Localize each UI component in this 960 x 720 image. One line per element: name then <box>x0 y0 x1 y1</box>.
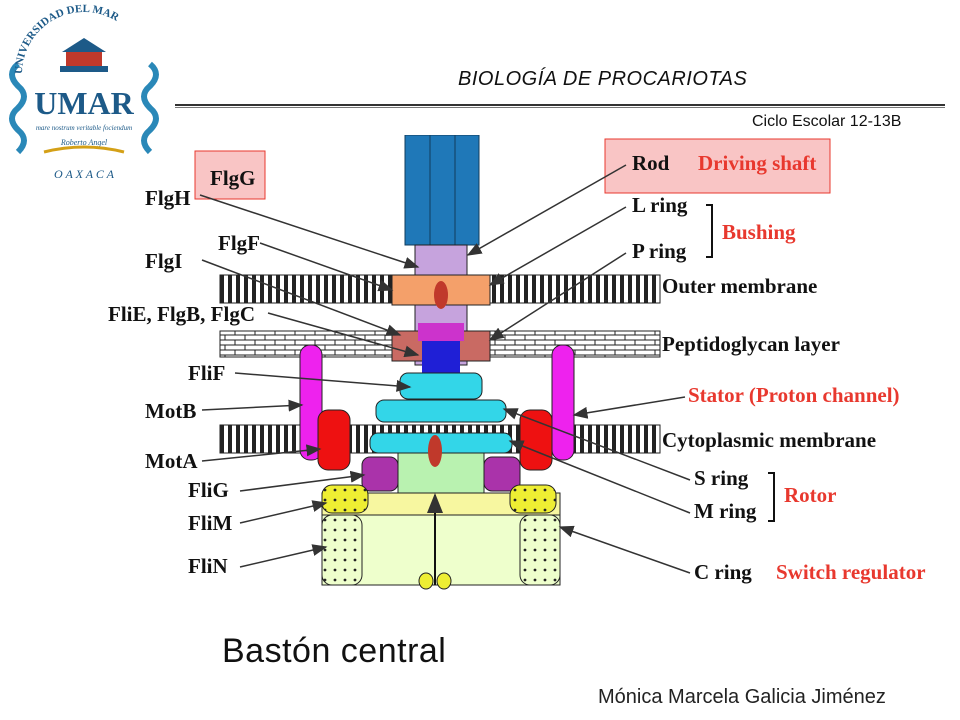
left-leader-lines <box>199 194 420 568</box>
rod-highlight <box>604 138 831 194</box>
bushing-core <box>418 323 464 341</box>
label-l-ring: L ring <box>632 193 688 217</box>
label-flgh: FlgH <box>145 186 191 210</box>
label-flig: FliG <box>188 478 229 502</box>
flim-right <box>509 484 557 514</box>
label-m-ring: M ring <box>694 499 757 523</box>
label-peptidoglycan-layer: Peptidoglycan layer <box>662 332 840 356</box>
school-cycle: Ciclo Escolar 12-13B <box>752 113 902 130</box>
ms-ring-s <box>375 399 507 423</box>
rotor-brace <box>768 472 775 522</box>
motb-right <box>551 344 575 461</box>
flagellar-motor-diagram: FlgG FlgH FlgF FlgI FliE, FlgB, FlgC Fli… <box>100 134 955 590</box>
label-p-ring: P ring <box>632 239 687 263</box>
label-flim: FliM <box>188 511 232 535</box>
label-stator: Stator (Proton channel) <box>688 383 900 407</box>
label-flgf: FlgF <box>218 231 260 255</box>
label-flgi: FlgI <box>145 249 182 273</box>
label-flgg: FlgG <box>210 166 256 190</box>
bushing-brace <box>706 204 713 258</box>
right-leader-lines <box>466 164 691 574</box>
flin-right <box>519 514 561 586</box>
crest-icon <box>60 38 108 72</box>
author-name: Mónica Marcela Galicia Jiménez <box>598 686 886 708</box>
logo-motto: mare nostrum veritable fociendum <box>36 124 132 132</box>
label-rod: Rod <box>632 151 670 175</box>
label-motb: MotB <box>145 399 196 423</box>
flim-left <box>321 484 369 514</box>
label-flie-flgb-flgc: FliE, FlgB, FlgC <box>108 302 255 326</box>
label-c-ring: C ring <box>694 560 752 584</box>
label-bushing: Bushing <box>722 220 796 244</box>
logo-location: O A X A C A <box>54 167 115 181</box>
wave-border-icon <box>9 61 159 155</box>
label-driving-shaft: Driving shaft <box>698 151 816 175</box>
mota-left <box>317 409 351 471</box>
label-s-ring: S ring <box>694 466 749 490</box>
label-switch-regulator: Switch regulator <box>776 560 926 584</box>
logo-initials: UMAR <box>34 85 134 121</box>
label-flif: FliF <box>188 361 225 385</box>
ms-ring-top <box>399 372 483 400</box>
flgg-highlight <box>194 150 266 200</box>
university-logo: UNIVERSIDAD DEL MAR UMAR mare nostrum ve… <box>4 3 164 186</box>
label-flin: FliN <box>188 554 228 578</box>
label-mota: MotA <box>145 449 198 473</box>
rod-core-oval <box>434 281 448 309</box>
course-title: BIOLOGÍA DE PROCARIOTAS <box>458 68 748 90</box>
mota-right <box>519 409 553 471</box>
flin-left <box>321 514 363 586</box>
filament <box>404 134 480 246</box>
header-divider <box>175 104 945 108</box>
label-rotor: Rotor <box>784 483 836 507</box>
flig-right <box>483 456 521 492</box>
slide-caption: Bastón central <box>222 632 447 670</box>
c-ring-oval <box>428 435 442 467</box>
flig-left <box>361 456 399 492</box>
logo-signature: Roberto Angel <box>60 138 108 147</box>
label-outer-membrane: Outer membrane <box>662 274 817 298</box>
label-cytoplasmic-membrane: Cytoplasmic membrane <box>662 428 876 452</box>
